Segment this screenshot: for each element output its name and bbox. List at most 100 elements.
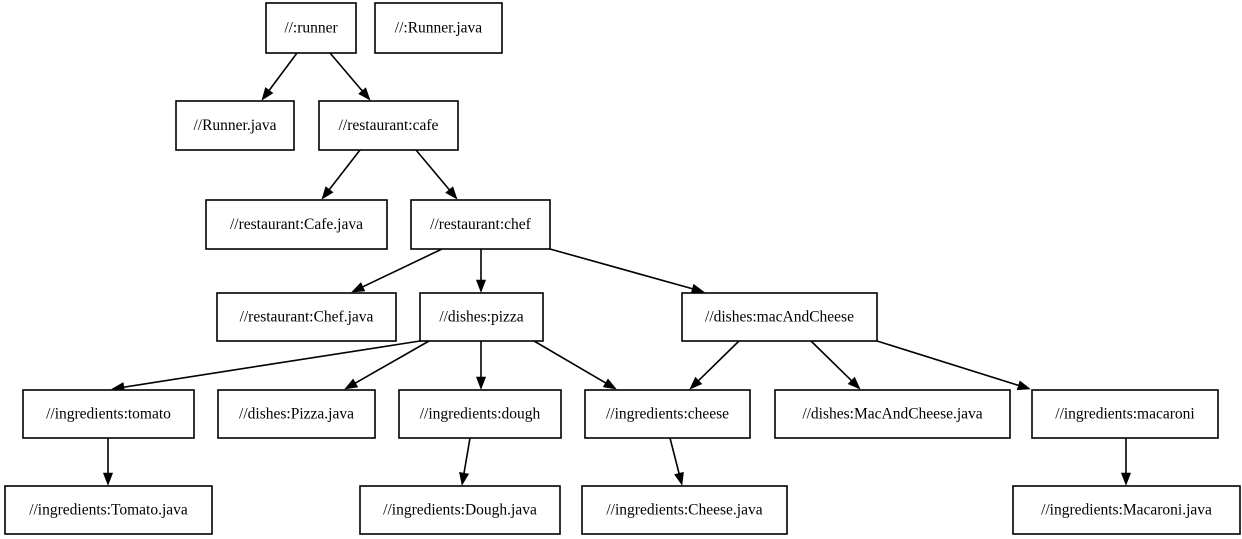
graph-edge	[1120, 438, 1132, 486]
graph-node-dishes_pizza[interactable]: //dishes:pizza	[419, 292, 544, 342]
node-box[interactable]	[217, 389, 376, 439]
graph-edge	[351, 248, 443, 293]
node-layer: //:runner //:Runner.java //Runner.java //re…	[4, 2, 1241, 535]
arrowhead-icon	[674, 471, 684, 486]
node-label: //ingredients:macaroni	[1055, 406, 1195, 423]
node-label: //dishes:MacAndCheese.java	[802, 406, 982, 423]
arrowhead-icon	[602, 378, 617, 390]
edge-line	[698, 340, 740, 382]
graph-edge	[549, 248, 705, 294]
node-label: //restaurant:Cafe.java	[230, 216, 363, 233]
node-box[interactable]	[584, 389, 751, 439]
edge-line	[810, 340, 852, 382]
node-box[interactable]	[1012, 485, 1241, 535]
graph-node-restaurant_chef_java[interactable]: //restaurant:Chef.java	[216, 292, 397, 342]
node-box[interactable]	[581, 485, 788, 535]
graph-node-ing_macaroni[interactable]: //ingredients:macaroni	[1031, 389, 1219, 439]
edge-line	[415, 149, 450, 191]
node-box[interactable]	[359, 485, 561, 535]
arrowhead-icon	[321, 186, 334, 200]
graph-edge	[533, 340, 617, 390]
node-box[interactable]	[175, 100, 295, 151]
node-label: //dishes:pizza	[439, 309, 523, 326]
node-label: //restaurant:cafe	[339, 117, 439, 134]
arrowhead-icon	[344, 378, 359, 390]
node-box[interactable]	[419, 292, 544, 342]
graph-node-ing_dough[interactable]: //ingredients:dough	[398, 389, 562, 439]
arrowhead-icon	[459, 472, 470, 486]
graph-node-ing_cheese[interactable]: //ingredients:cheese	[584, 389, 751, 439]
edge-line	[329, 52, 363, 92]
node-label: //ingredients:tomato	[46, 406, 171, 423]
arrowhead-icon	[445, 186, 458, 200]
arrowhead-icon	[351, 282, 366, 293]
edge-line	[328, 149, 361, 191]
node-box[interactable]	[374, 2, 503, 54]
graph-edge	[415, 149, 458, 200]
graph-edge	[459, 437, 471, 486]
graph-edge	[669, 437, 684, 486]
arrowhead-icon	[847, 376, 861, 390]
node-label: //ingredients:Cheese.java	[606, 502, 762, 519]
node-label: //ingredients:dough	[420, 406, 541, 423]
graph-node-dishes_pizza_java[interactable]: //dishes:Pizza.java	[217, 389, 376, 439]
graph-node-dishes_mac_java[interactable]: //dishes:MacAndCheese.java	[774, 389, 1011, 439]
edge-line	[355, 340, 430, 384]
graph-node-dishes_macandcheese[interactable]: //dishes:macAndCheese	[681, 292, 878, 342]
edge-line	[123, 340, 421, 388]
graph-edge	[321, 149, 361, 200]
arrowhead-icon	[261, 87, 274, 101]
arrowhead-icon	[1120, 472, 1132, 486]
graph-node-ing_macaroni_java[interactable]: //ingredients:Macaroni.java	[1012, 485, 1241, 535]
arrowhead-icon	[475, 279, 487, 293]
edge-line	[362, 248, 443, 288]
graph-edge	[876, 340, 1031, 391]
graph-node-ing_tomato[interactable]: //ingredients:tomato	[22, 389, 195, 439]
edge-line	[876, 340, 1019, 387]
node-box[interactable]	[4, 485, 213, 535]
node-box[interactable]	[216, 292, 397, 342]
graph-edge	[102, 438, 114, 486]
edge-line	[268, 52, 298, 91]
node-box[interactable]	[265, 2, 357, 54]
graph-edge	[329, 52, 371, 101]
node-box[interactable]	[22, 389, 195, 439]
arrowhead-icon	[689, 376, 703, 390]
node-label: //dishes:macAndCheese	[705, 309, 854, 326]
arrowhead-icon	[102, 472, 114, 486]
node-label: //ingredients:cheese	[606, 406, 729, 423]
arrowhead-icon	[358, 87, 371, 101]
node-box[interactable]	[774, 389, 1011, 439]
edge-line	[669, 437, 680, 474]
node-label: //ingredients:Macaroni.java	[1041, 502, 1212, 519]
node-box[interactable]	[318, 100, 459, 151]
node-box[interactable]	[1031, 389, 1219, 439]
graph-node-runner_java_root[interactable]: //:Runner.java	[374, 2, 503, 54]
node-label: //restaurant:chef	[430, 216, 532, 233]
graph-edge	[111, 340, 421, 393]
graph-node-restaurant_cafe_java[interactable]: //restaurant:Cafe.java	[205, 199, 388, 250]
node-box[interactable]	[410, 199, 551, 250]
node-label: //ingredients:Tomato.java	[29, 502, 188, 519]
arrowhead-icon	[690, 283, 705, 294]
graph-node-ing_dough_java[interactable]: //ingredients:Dough.java	[359, 485, 561, 535]
graph-node-ing_cheese_java[interactable]: //ingredients:Cheese.java	[581, 485, 788, 535]
graph-node-runner[interactable]: //:runner	[265, 2, 357, 54]
node-label: //Runner.java	[193, 117, 276, 134]
graph-node-restaurant_cafe[interactable]: //restaurant:cafe	[318, 100, 459, 151]
node-label: //ingredients:Dough.java	[383, 502, 537, 519]
graph-edge	[261, 52, 298, 101]
arrowhead-icon	[1016, 380, 1031, 391]
edge-line	[463, 437, 471, 474]
node-box[interactable]	[398, 389, 562, 439]
graph-edge	[475, 249, 487, 293]
node-label: //dishes:Pizza.java	[239, 406, 354, 423]
graph-node-ing_tomato_java[interactable]: //ingredients:Tomato.java	[4, 485, 213, 535]
graph-edge	[344, 340, 430, 390]
arrowhead-icon	[475, 376, 487, 390]
node-box[interactable]	[205, 199, 388, 250]
node-box[interactable]	[681, 292, 878, 342]
graph-node-runner_java[interactable]: //Runner.java	[175, 100, 295, 151]
graph-node-restaurant_chef[interactable]: //restaurant:chef	[410, 199, 551, 250]
